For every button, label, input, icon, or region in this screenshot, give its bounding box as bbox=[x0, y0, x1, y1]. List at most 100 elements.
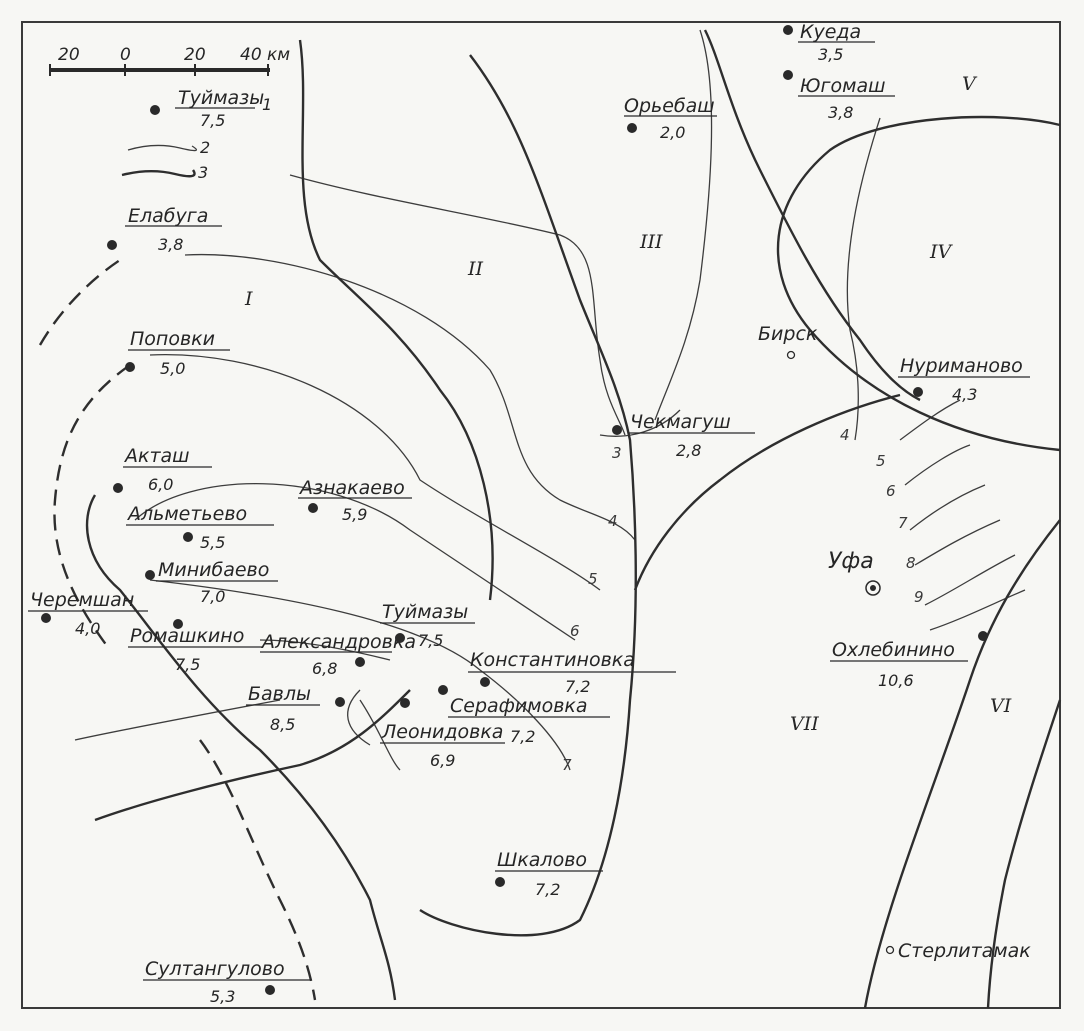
settlement-elabuga: Елабуга 3,8 bbox=[107, 205, 222, 254]
svg-text:7,2: 7,2 bbox=[565, 677, 590, 696]
legend-sample-value: 7,5 bbox=[200, 111, 225, 130]
scale-bar: 20 0 20 40 км bbox=[49, 45, 290, 76]
isoline-label: 8 bbox=[906, 554, 916, 572]
svg-text:Югомаш: Югомаш bbox=[800, 75, 885, 97]
settlement-okhlebinino: Охлебинино 10,6 bbox=[830, 631, 988, 690]
svg-text:Бирск: Бирск bbox=[758, 323, 818, 345]
settlement-bavly: Бавлы 8,5 bbox=[246, 683, 345, 734]
svg-text:5,3: 5,3 bbox=[210, 987, 235, 1006]
svg-text:Охлебинино: Охлебинино bbox=[832, 639, 955, 661]
isolines bbox=[74, 29, 1026, 771]
svg-text:3,8: 3,8 bbox=[158, 235, 183, 254]
svg-text:3,5: 3,5 bbox=[818, 45, 843, 64]
region-label: IV bbox=[929, 241, 954, 263]
isoline-label: 5 bbox=[876, 452, 886, 470]
svg-text:Акташ: Акташ bbox=[123, 445, 190, 467]
settlement-shkalovo: Шкалово 7,2 bbox=[495, 849, 603, 899]
svg-text:Черемшан: Черемшан bbox=[30, 589, 134, 611]
settlement-cheremshan: Черемшан 4,0 bbox=[28, 589, 148, 638]
svg-text:Султангулово: Султангулово bbox=[145, 958, 285, 980]
legend-number: 3 bbox=[198, 163, 208, 182]
region-label: VII bbox=[790, 713, 819, 735]
settlement-minibaevo: Минибаево 7,0 bbox=[145, 559, 278, 606]
isoline-labels: 3 4 5 6 7 4 5 6 7 8 9 bbox=[562, 426, 924, 774]
svg-text:4,0: 4,0 bbox=[75, 619, 100, 638]
svg-text:6,9: 6,9 bbox=[430, 751, 455, 770]
isoline-label: 5 bbox=[588, 570, 598, 588]
svg-text:8,5: 8,5 bbox=[270, 715, 295, 734]
settlement-popovki: Поповки 5,0 bbox=[125, 328, 230, 378]
svg-text:Александровка: Александровка bbox=[260, 631, 416, 653]
isoline-label: 7 bbox=[562, 756, 572, 774]
legend-sample-name: Туймазы bbox=[178, 87, 264, 109]
svg-text:Бавлы: Бавлы bbox=[248, 683, 311, 705]
settlement-aleksandrovka: Александровка 6,8 bbox=[260, 631, 416, 678]
settlement-aznakaevo: Азнакаево 5,9 bbox=[298, 477, 412, 524]
svg-text:5,0: 5,0 bbox=[160, 359, 185, 378]
svg-text:7,2: 7,2 bbox=[535, 880, 560, 899]
scale-tick-label: 0 bbox=[120, 45, 131, 65]
svg-text:3,8: 3,8 bbox=[828, 103, 853, 122]
zone-boundaries bbox=[38, 29, 1062, 1009]
svg-text:Чекмагуш: Чекмагуш bbox=[630, 411, 731, 433]
svg-text:6,8: 6,8 bbox=[312, 659, 337, 678]
settlement-chekmagush: Чекмагуш 2,8 bbox=[612, 411, 755, 460]
legend-number: 1 bbox=[262, 95, 272, 114]
svg-text:2,8: 2,8 bbox=[676, 441, 701, 460]
settlement-sultangulovo: Султангулово 5,3 bbox=[143, 958, 312, 1006]
isoline-label: 9 bbox=[914, 588, 924, 606]
svg-text:10,6: 10,6 bbox=[878, 671, 914, 690]
scale-tick-label: 20 bbox=[184, 45, 206, 65]
svg-text:Альметьево: Альметьево bbox=[126, 503, 247, 525]
settlement-konstantinovka: Константиновка 7,2 bbox=[468, 649, 676, 696]
svg-text:7,5: 7,5 bbox=[418, 631, 443, 650]
region-numerals: I II III IV V VI VII bbox=[244, 73, 1012, 735]
settlement-leonidovka: Леонидовка 6,9 bbox=[380, 698, 505, 770]
svg-text:Куеда: Куеда bbox=[800, 21, 861, 43]
region-label: VI bbox=[990, 695, 1012, 717]
region-label: I bbox=[244, 288, 253, 310]
svg-text:Азнакаево: Азнакаево bbox=[298, 477, 405, 499]
region-label: V bbox=[962, 73, 978, 95]
region-label: II bbox=[467, 258, 484, 280]
svg-text:Нуриманово: Нуриманово bbox=[900, 355, 1023, 377]
svg-text:2,0: 2,0 bbox=[660, 123, 685, 142]
isoline-label: 4 bbox=[840, 426, 850, 444]
svg-text:Туймазы: Туймазы bbox=[382, 601, 468, 623]
isoline-label: 3 bbox=[612, 444, 622, 462]
settlement-orebash: Орьебаш 2,0 bbox=[624, 95, 717, 142]
isoline-label: 6 bbox=[570, 622, 580, 640]
svg-text:Уфа: Уфа bbox=[828, 549, 874, 574]
legend-number: 2 bbox=[200, 138, 210, 157]
settlement-nurimanovo: Нуриманово 4,3 bbox=[898, 355, 1030, 404]
isoline-label: 4 bbox=[608, 512, 618, 530]
legend-point-symbol bbox=[150, 105, 160, 115]
svg-text:Серафимовка: Серафимовка bbox=[450, 695, 588, 717]
legend: Туймазы 7,5 1 2 3 bbox=[121, 87, 272, 182]
settlement-tuymazy: Туймазы 7,5 bbox=[380, 601, 475, 650]
place-sterlitamak: Стерлитамак bbox=[885, 940, 1031, 962]
svg-text:7,2: 7,2 bbox=[510, 727, 535, 746]
svg-text:Минибаево: Минибаево bbox=[158, 559, 269, 581]
isoline-label: 6 bbox=[886, 482, 896, 500]
plain-places: Бирск Уфа Стерлитамак bbox=[758, 323, 1031, 962]
svg-text:4,3: 4,3 bbox=[952, 385, 977, 404]
svg-text:Орьебаш: Орьебаш bbox=[624, 95, 715, 117]
settlement-aktash: Акташ 6,0 bbox=[113, 445, 212, 494]
svg-text:Ромашкино: Ромашкино bbox=[130, 625, 244, 647]
settlement-romashkino: Ромашкино 7,5 bbox=[128, 619, 262, 674]
settlement-yugomash: Югомаш 3,8 bbox=[783, 70, 895, 122]
settlement-kueda: Куеда 3,5 bbox=[783, 21, 875, 64]
settlement-serafimovka: Серафимовка 7,2 bbox=[438, 685, 610, 746]
place-birsk: Бирск bbox=[758, 323, 818, 360]
settlements: Куеда 3,5 Югомаш 3,8 Орьебаш 2,0 Елабуга… bbox=[28, 21, 1030, 1006]
svg-text:Шкалово: Шкалово bbox=[497, 849, 587, 871]
svg-text:6,0: 6,0 bbox=[148, 475, 173, 494]
scale-tick-label: 40 км bbox=[240, 45, 290, 65]
map-frame bbox=[21, 21, 1061, 1009]
legend-boundary-symbol bbox=[121, 169, 196, 178]
place-ufa: Уфа bbox=[828, 549, 881, 596]
scale-tick-label: 20 bbox=[58, 45, 80, 65]
svg-text:Елабуга: Елабуга bbox=[128, 205, 208, 227]
